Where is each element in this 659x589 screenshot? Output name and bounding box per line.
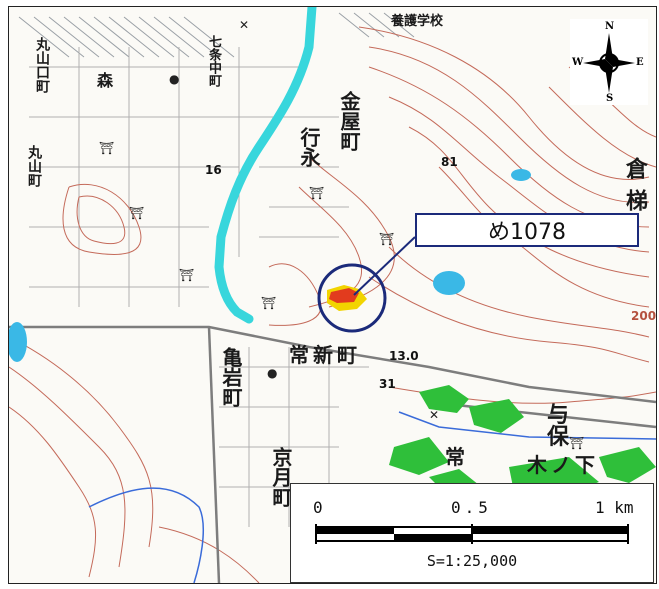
place-label-jo: 常 (445, 445, 465, 469)
spot-height-200: 200 (631, 309, 657, 323)
compass-icon (583, 33, 635, 93)
place-label-maruyama-cho: 丸山町 (26, 145, 42, 187)
callout-leader (353, 236, 416, 296)
svg-text:⛩: ⛩ (99, 141, 114, 155)
parcel-callout-label: め1078 (415, 213, 639, 247)
map-canvas: ● ⛩ ⛩ ⛩ ⛩ ⛩ ● ⛩ ✕ ✕ ⛩ (9, 7, 656, 583)
scale-tick-zero: 0 (313, 498, 323, 517)
marker-ring (317, 263, 387, 333)
river (214, 7, 317, 324)
svg-text:●: ● (169, 72, 179, 86)
compass-south: S (606, 93, 614, 104)
place-label-kyogetsu-cho: 京月町 (269, 447, 293, 507)
scale-tick-half: 0.5 (451, 498, 492, 517)
place-label-maruyama-guchi-cho: 丸山口町 (34, 37, 50, 93)
map-frame: ● ⛩ ⛩ ⛩ ⛩ ⛩ ● ⛩ ✕ ✕ ⛩ 養護学校 金屋町 行永 常新町 亀岩… (8, 6, 657, 584)
place-label-shichijo-naka-cho: 七条中町 (206, 35, 221, 87)
scale-ratio: S=1:25,000 (426, 552, 518, 570)
compass-rose: N S W E (570, 19, 648, 105)
scale-bar-panel: 0 0.5 1 km S=1:25,000 (290, 483, 654, 583)
svg-text:✕: ✕ (239, 18, 249, 32)
scale-tick-end: 1 km (595, 498, 634, 517)
scale-bar-graphic (315, 524, 629, 544)
compass-east: E (636, 57, 644, 68)
compass-north: N (605, 21, 615, 32)
place-label-kuranashi: 倉梯 (622, 157, 647, 221)
svg-text:●: ● (267, 366, 277, 380)
place-label-ki-no-shita: 木ノ下 (527, 453, 599, 477)
svg-text:⛩: ⛩ (179, 268, 194, 282)
place-label-school: 養護学校 (391, 14, 444, 29)
street-grid (29, 47, 369, 527)
svg-text:⛩: ⛩ (261, 296, 276, 310)
roads (9, 325, 656, 583)
target-area-core (329, 288, 359, 303)
svg-text:⛩: ⛩ (569, 436, 584, 450)
spot-height-31: 31 (379, 377, 396, 391)
place-label-jo-shin-cho: 常新町 (289, 343, 361, 367)
urban-blocks (18, 12, 415, 58)
pond (511, 169, 531, 181)
blue-channel-2 (398, 411, 656, 440)
place-label-yoho: 与保 (547, 403, 610, 450)
svg-text:⛩: ⛩ (309, 186, 324, 200)
spot-height-16: 16 (205, 163, 222, 177)
pond (9, 322, 27, 362)
place-label-mori: 森 (97, 71, 114, 90)
spot-height-81: 81 (441, 155, 458, 169)
spot-height-13: 13.0 (389, 349, 419, 363)
place-label-kanaya-cho: 金屋町 (337, 91, 361, 151)
place-label-kameiwa-cho: 亀岩町 (219, 347, 243, 407)
pond (433, 271, 465, 295)
compass-west: W (572, 57, 584, 68)
map-symbols: ● ⛩ ⛩ ⛩ ⛩ ⛩ ● ⛩ ✕ ✕ ⛩ (99, 18, 584, 450)
svg-text:⛩: ⛩ (129, 206, 144, 220)
blue-channel (88, 487, 205, 583)
svg-text:✕: ✕ (429, 408, 439, 422)
place-label-gyoei: 行永 (297, 127, 321, 167)
svg-text:⛩: ⛩ (379, 232, 394, 246)
